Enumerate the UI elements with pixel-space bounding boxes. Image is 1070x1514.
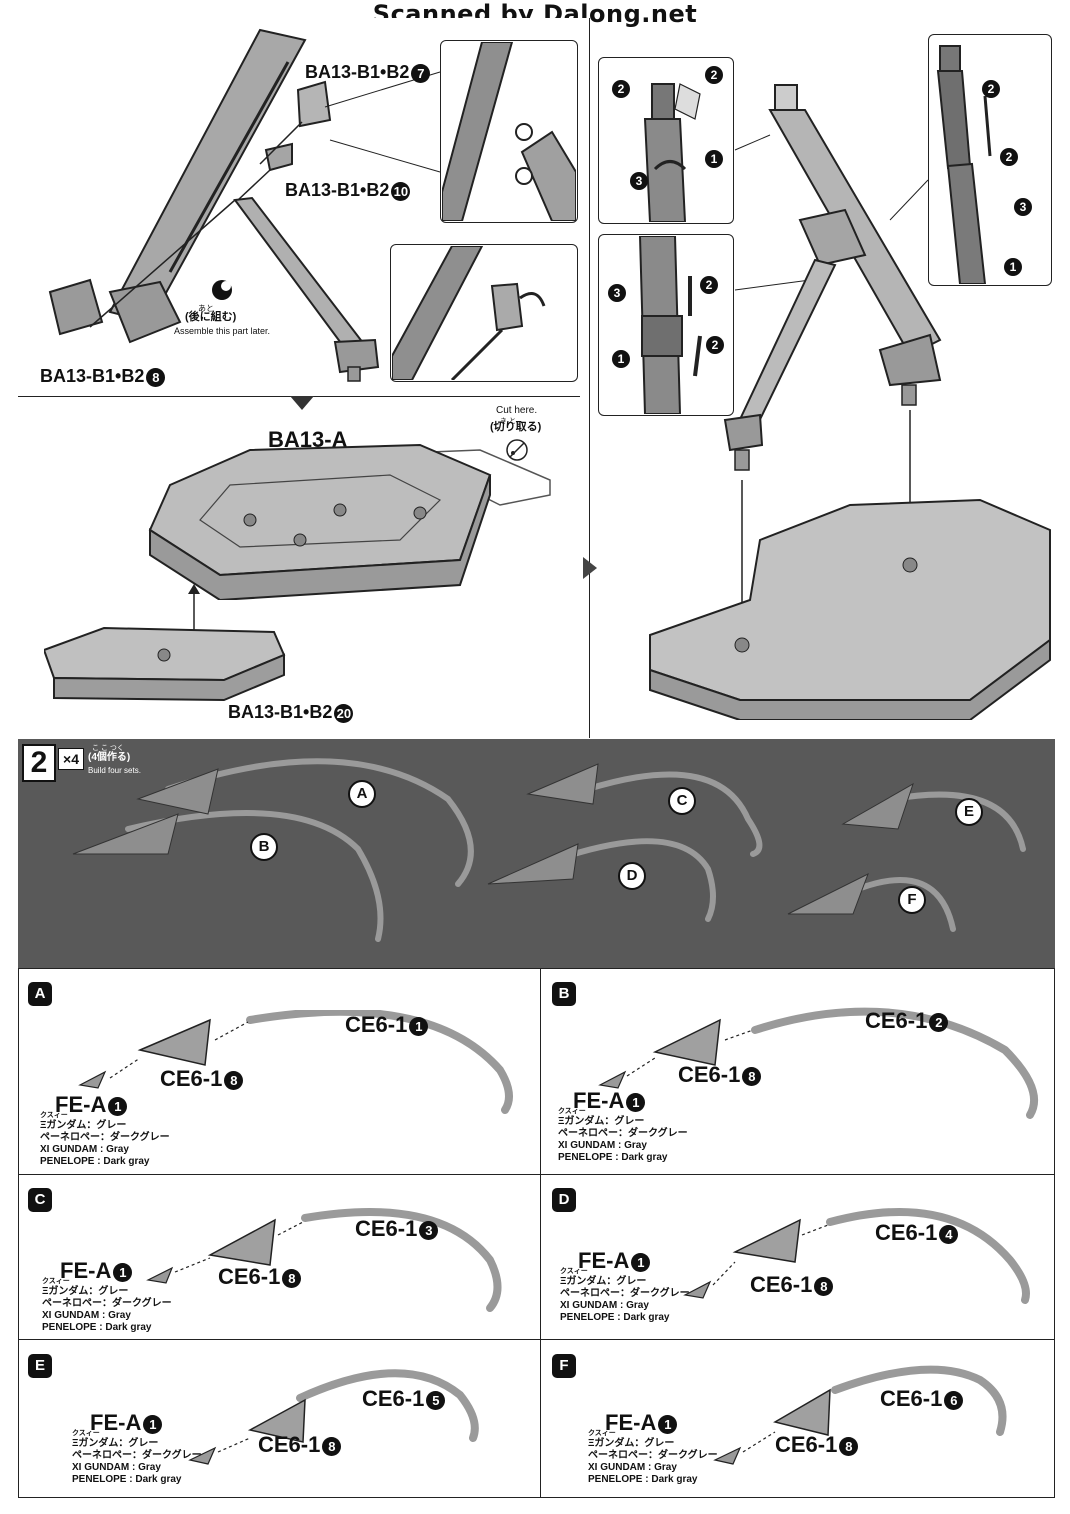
build-count-ruby: こ こ つく <box>92 745 124 752</box>
joint-rotate-drawing <box>638 236 702 414</box>
step-arrow-num-1: 1 <box>705 150 723 168</box>
subpanel-c-drawing <box>146 1207 502 1312</box>
subpanel-e-colors: クスィー Ξガンダム：グレーペーネロペー：ダークグレー XI GUNDAM : … <box>72 1430 202 1485</box>
overview-label-c: C <box>668 787 696 815</box>
subpanel-f-badge: F <box>552 1354 576 1378</box>
base-drawing <box>148 443 551 600</box>
overview-label-b: B <box>250 833 278 861</box>
step-arrow-num-2d: 2 <box>706 336 724 354</box>
stand-complete-drawing <box>649 84 1051 720</box>
step-arrow-num-2e: 2 <box>982 80 1000 98</box>
overview-label-a: A <box>348 780 376 808</box>
subpanel-b-colors: クスィー Ξガンダム：グレーペーネロペー：ダークグレー XI GUNDAM : … <box>558 1108 688 1163</box>
subpanel-d-drawing <box>683 1208 1030 1304</box>
overview-label-d: D <box>618 862 646 890</box>
arm-joint <box>108 280 182 344</box>
subpanel-grid <box>18 968 1055 1498</box>
subpanel-divider-v <box>540 968 541 1498</box>
step-arrow-num-2a: 2 <box>612 80 630 98</box>
subpanel-a-colors: クスィー Ξガンダム：グレーペーネロペー：ダークグレー XI GUNDAM : … <box>40 1112 170 1167</box>
stand-arm <box>108 28 307 324</box>
subpanel-e-badge: E <box>28 1354 52 1378</box>
cut-here-jp: (切り取る) <box>490 421 542 433</box>
slide-detail-drawing <box>936 45 992 284</box>
stand-assembly-drawing <box>48 28 441 382</box>
step-number: 2 <box>22 744 56 782</box>
step-arrow-num-3c: 3 <box>1014 198 1032 216</box>
base-top <box>148 443 492 577</box>
build-count-badge: ×4 <box>58 748 84 770</box>
step-arrow-num-1c: 1 <box>1004 258 1022 276</box>
up-arrow <box>188 584 200 594</box>
stand-leg <box>233 196 372 364</box>
build-count-en: Build four sets. <box>88 766 141 775</box>
subpanel-f-colors: クスィー Ξガンダム：グレーペーネロペー：ダークグレー XI GUNDAM : … <box>588 1430 718 1485</box>
overview-label-f: F <box>898 886 926 914</box>
step-arrow-num-2c: 2 <box>700 276 718 294</box>
part-7 <box>296 80 332 128</box>
subpanel-c-badge: C <box>28 1188 52 1212</box>
later-jp: (後に組む) <box>185 311 237 323</box>
subpanel-c-colors: クスィー Ξガンダム：グレーペーネロペー：ダークグレー XI GUNDAM : … <box>42 1278 172 1333</box>
overview-label-e: E <box>955 798 983 826</box>
cut-here-ruby: き と <box>500 418 516 425</box>
subpanel-f-drawing <box>713 1365 1007 1465</box>
subpanel-divider-h2 <box>18 1339 1055 1340</box>
subpanel-d-badge: D <box>552 1188 576 1212</box>
down-arrow <box>290 396 314 410</box>
right-arrow <box>583 557 597 579</box>
later-ruby: あと <box>198 304 214 313</box>
step2-overview-panel <box>18 739 1055 968</box>
step-arrow-num-2f: 2 <box>1000 148 1018 166</box>
small-base-drawing <box>44 590 286 702</box>
hinge-detail-drawing <box>392 246 546 380</box>
part-10 <box>264 142 293 172</box>
step-arrow-num-3b: 3 <box>608 284 626 302</box>
subpanel-a-drawing <box>78 1010 513 1114</box>
clip-detail-drawing <box>442 42 576 221</box>
cut-here-en: Cut here. <box>496 405 538 416</box>
subpanel-e-drawing <box>188 1369 479 1465</box>
step-arrow-num-1b: 1 <box>612 350 630 368</box>
part-8 <box>48 278 104 336</box>
scissors-icon <box>506 439 528 461</box>
build-count-jp: (4個作る) <box>88 752 131 763</box>
clip-rotate-drawing <box>643 83 701 222</box>
step-arrow-num-2b: 2 <box>705 66 723 84</box>
subpanel-divider-h1 <box>18 1174 1055 1175</box>
step-arrow-num-3: 3 <box>630 172 648 190</box>
later-en: Assemble this part later. <box>174 326 271 336</box>
subpanel-b-badge: B <box>552 982 576 1006</box>
subpanel-d-colors: クスィー Ξガンダム：グレーペーネロペー：ダークグレー XI GUNDAM : … <box>560 1268 690 1323</box>
subpanel-a-badge: A <box>28 982 52 1006</box>
subpanel-b-drawing <box>598 1007 1038 1119</box>
effect-parts-overview <box>72 758 1026 942</box>
